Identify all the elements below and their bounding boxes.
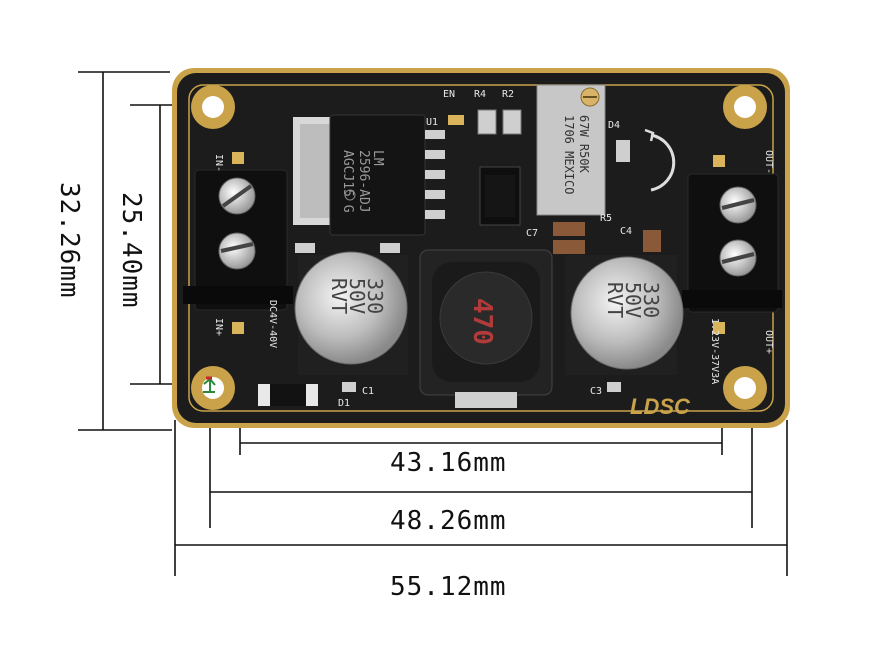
silk-c7: C7 [526,228,538,239]
pot-label-1: 67W R50K [577,115,591,174]
silk-en: EN [443,89,455,100]
inductor [419,249,553,408]
cap-left-line-2: 50V [345,278,369,314]
mounting-holes [191,85,767,410]
ic-label-3: AGCJ15 G [340,150,355,213]
silk-r4: R4 [474,89,486,100]
cap-right-line-2: 50V [621,282,645,318]
capacitor-left [294,251,408,375]
silk-out-range: 1.23V-37V3A [709,318,720,384]
hole-pitch-width-label: 48.26mm [390,506,507,536]
silk-u1: U1 [426,117,438,128]
silk-c4: C4 [620,226,632,237]
ic-label-1: LM [370,150,385,166]
pot-label-2: 1706 MEXICO [562,115,576,194]
silk-dc-in: DC4V-40V [267,300,278,348]
silk-out-minus: OUT- [763,150,774,174]
silk-r5: R5 [600,213,612,224]
cap-right-line-3: RVT [603,282,627,318]
silk-c1: C1 [362,386,374,397]
silk-d1: D1 [338,398,350,409]
brand-logo: LDSC [630,394,691,419]
regulator-ic [293,114,445,236]
dimension-lines [78,71,788,576]
silk-in-minus: IN- [213,154,224,172]
silk-r2: R2 [502,89,514,100]
capacitor-right [565,255,684,375]
total-height-label: 32.26mm [54,182,84,299]
hole-pitch-height-label: 25.40mm [116,192,146,309]
silk-d4: D4 [608,120,620,131]
input-terminal-block [183,169,293,311]
silk-c3: C3 [590,386,602,397]
cap-left-line-3: RVT [327,278,351,314]
total-width-label: 55.12mm [390,572,507,602]
smd-components [232,109,725,406]
ic-label-2: 2596-ADJ [356,150,371,213]
silk-in-plus: IN+ [213,318,224,336]
silk-out-plus: OUT+ [763,330,774,354]
potentiometer [536,84,676,216]
inductor-label: 470 [467,298,497,345]
cap-left-line-1: 330 [363,278,387,314]
silkscreen-labels: EN R4 R2 U1 D4 R5 C7 C4 C1 C3 D1 IN- IN+… [213,89,774,409]
cap-right-line-1: 330 [639,282,663,318]
output-terminal-block [682,173,782,313]
inner-width-label: 43.16mm [390,448,507,478]
